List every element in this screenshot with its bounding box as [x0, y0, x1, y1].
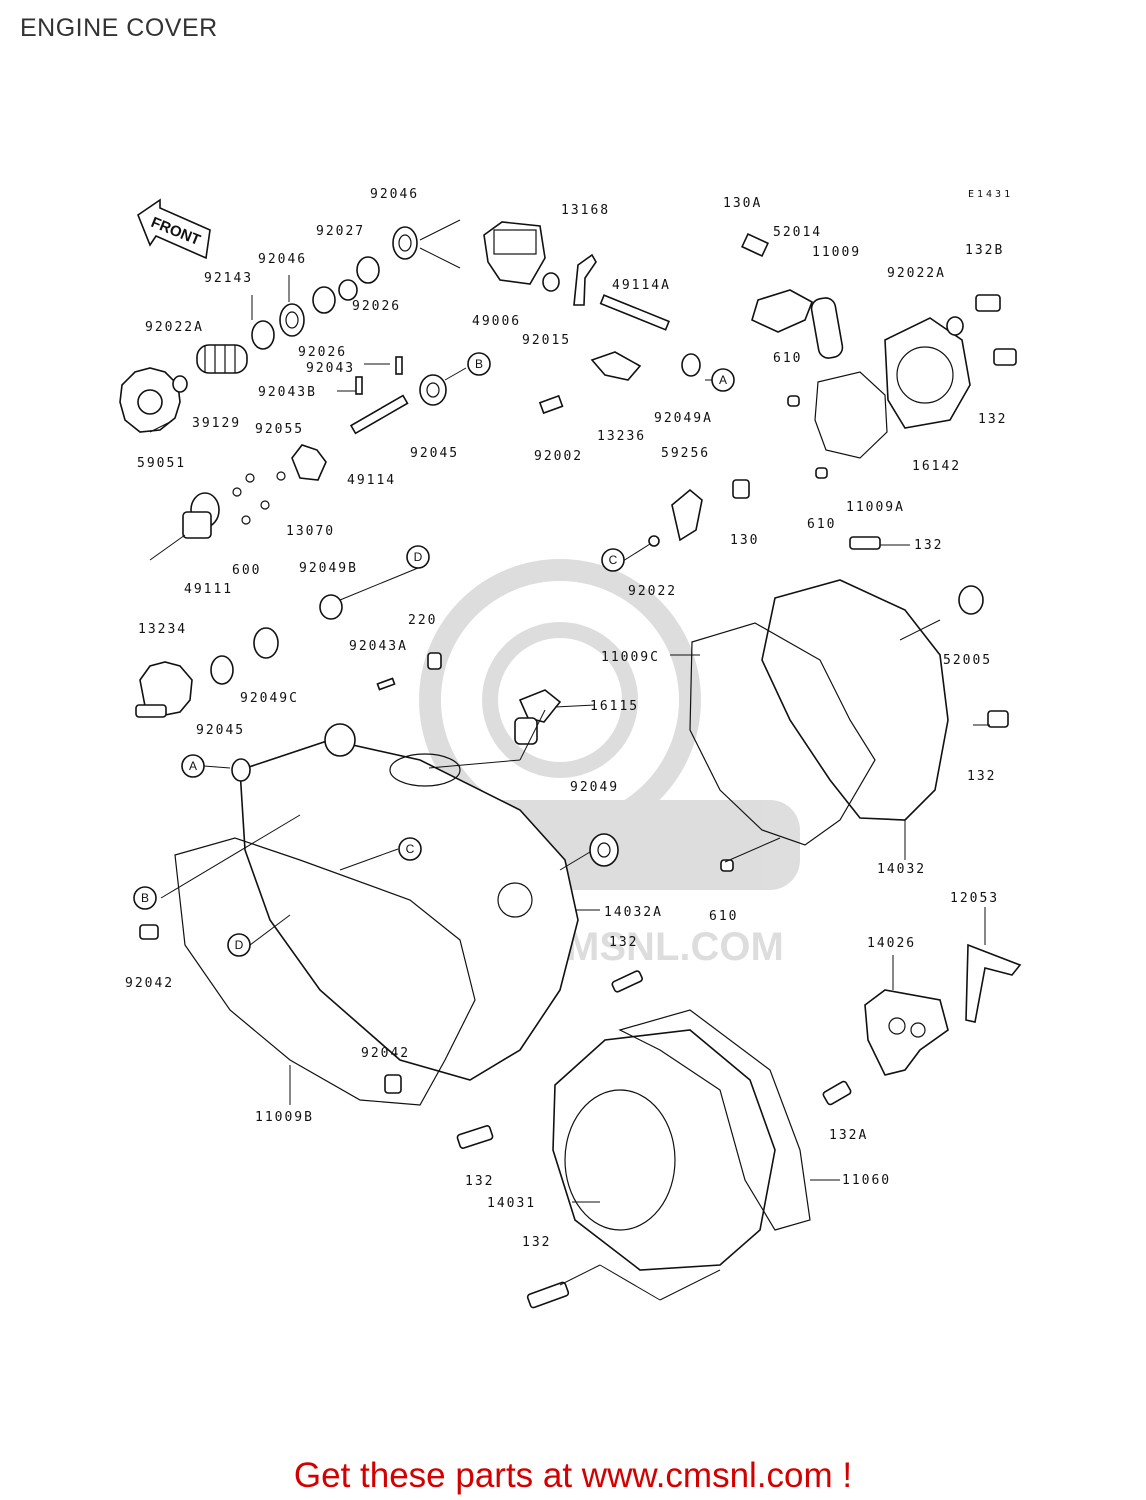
- water-pump-cover-parts: [741, 232, 1017, 479]
- part-label: 92049C: [240, 691, 299, 706]
- ref-marker-b-label: B: [475, 357, 483, 371]
- part-label: 132: [465, 1174, 494, 1189]
- part-label: 132: [978, 412, 1007, 427]
- exhaust-valve-parts: [483, 221, 750, 745]
- part-label: 220: [408, 613, 437, 628]
- ref-marker-d-label: D: [414, 550, 423, 564]
- part-label: 132: [522, 1235, 551, 1250]
- ref-marker-d-2: D: [227, 933, 251, 957]
- ref-marker-a-2-label: A: [189, 759, 197, 773]
- part-label: 11009: [812, 245, 861, 260]
- part-label: 92045: [410, 446, 459, 461]
- part-label: 92022A: [145, 320, 204, 335]
- leader-lines: [149, 219, 990, 1301]
- ref-marker-a-label: A: [719, 373, 727, 387]
- crankcase-cover-parts: [139, 723, 643, 1106]
- part-label: 600: [232, 563, 261, 578]
- part-label: 92046: [370, 187, 419, 202]
- part-label: 92022A: [887, 266, 946, 281]
- part-label: 92026: [352, 299, 401, 314]
- part-label: 59051: [137, 456, 186, 471]
- exploded-parts-diagram: WWW.CMSNL.COM E1431 FRONT: [119, 187, 1022, 1309]
- part-label: 49114A: [612, 278, 671, 293]
- ref-marker-c-label: C: [609, 553, 618, 567]
- ref-marker-c-2-label: C: [406, 842, 415, 856]
- page-title: ENGINE COVER: [20, 14, 218, 42]
- clutch-cover-parts: [689, 536, 1009, 872]
- part-label: 132: [609, 935, 638, 950]
- ref-marker-d: D: [406, 545, 430, 569]
- part-label: 92055: [255, 422, 304, 437]
- generator-cover-parts: [456, 943, 1022, 1309]
- part-label: 92049B: [299, 561, 358, 576]
- part-label: 16142: [912, 459, 961, 474]
- part-labels: 92046 92027 92046 92143 92026 92026 9202…: [125, 187, 1007, 1250]
- part-label: 92143: [204, 271, 253, 286]
- part-label: 610: [807, 517, 836, 532]
- part-label: 14032: [877, 862, 926, 877]
- part-label: 92015: [522, 333, 571, 348]
- footer-link[interactable]: Get these parts at www.cmsnl.com !: [293, 1456, 853, 1495]
- ref-marker-a: A: [711, 368, 735, 392]
- ref-marker-d-2-label: D: [235, 938, 244, 952]
- part-label: 92002: [534, 449, 583, 464]
- part-label: 132: [914, 538, 943, 553]
- ref-marker-a-2: A: [181, 754, 205, 778]
- part-label: 132: [967, 769, 996, 784]
- part-label: 12053: [950, 891, 999, 906]
- part-label: 11060: [842, 1173, 891, 1188]
- part-label: 132A: [829, 1128, 868, 1143]
- part-label: 14031: [487, 1196, 536, 1211]
- part-label: 610: [773, 351, 802, 366]
- part-label: 92043A: [349, 639, 408, 654]
- water-pump-parts: [119, 226, 447, 718]
- part-label: 16115: [590, 699, 639, 714]
- part-label: 49006: [472, 314, 521, 329]
- part-label: 14032A: [604, 905, 663, 920]
- part-label: 92043: [306, 361, 355, 376]
- ref-marker-b-2-label: B: [141, 891, 149, 905]
- part-label: 130A: [723, 196, 762, 211]
- ref-marker-b-2: B: [133, 886, 157, 910]
- part-label: 92042: [361, 1046, 410, 1061]
- part-label: 130: [730, 533, 759, 548]
- diagram-code: E1431: [968, 189, 1013, 200]
- part-label: 52005: [943, 653, 992, 668]
- ref-marker-c: C: [601, 548, 625, 572]
- part-label: 11009B: [255, 1110, 314, 1125]
- part-label: 132B: [965, 243, 1004, 258]
- part-label: 92049: [570, 780, 619, 795]
- part-label: 92045: [196, 723, 245, 738]
- part-label: 11009C: [601, 650, 660, 665]
- part-label: 52014: [773, 225, 822, 240]
- part-label: 92026: [298, 345, 347, 360]
- part-label: 13234: [138, 622, 187, 637]
- part-label: 59256: [661, 446, 710, 461]
- part-label: 39129: [192, 416, 241, 431]
- part-label: 13070: [286, 524, 335, 539]
- part-label: 92027: [316, 224, 365, 239]
- part-label: 13236: [597, 429, 646, 444]
- ref-marker-b: B: [467, 352, 491, 376]
- part-label: 49111: [184, 582, 233, 597]
- part-label: 610: [709, 909, 738, 924]
- part-label: 14026: [867, 936, 916, 951]
- part-label: 92043B: [258, 385, 317, 400]
- part-label: 92022: [628, 584, 677, 599]
- part-label: 49114: [347, 473, 396, 488]
- part-label: 11009A: [846, 500, 905, 515]
- part-label: 92049A: [654, 411, 713, 426]
- part-label: 92042: [125, 976, 174, 991]
- part-label: 13168: [561, 203, 610, 218]
- front-arrow-icon: FRONT: [137, 198, 211, 260]
- ref-marker-c-2: C: [398, 837, 422, 861]
- part-label: 92046: [258, 252, 307, 267]
